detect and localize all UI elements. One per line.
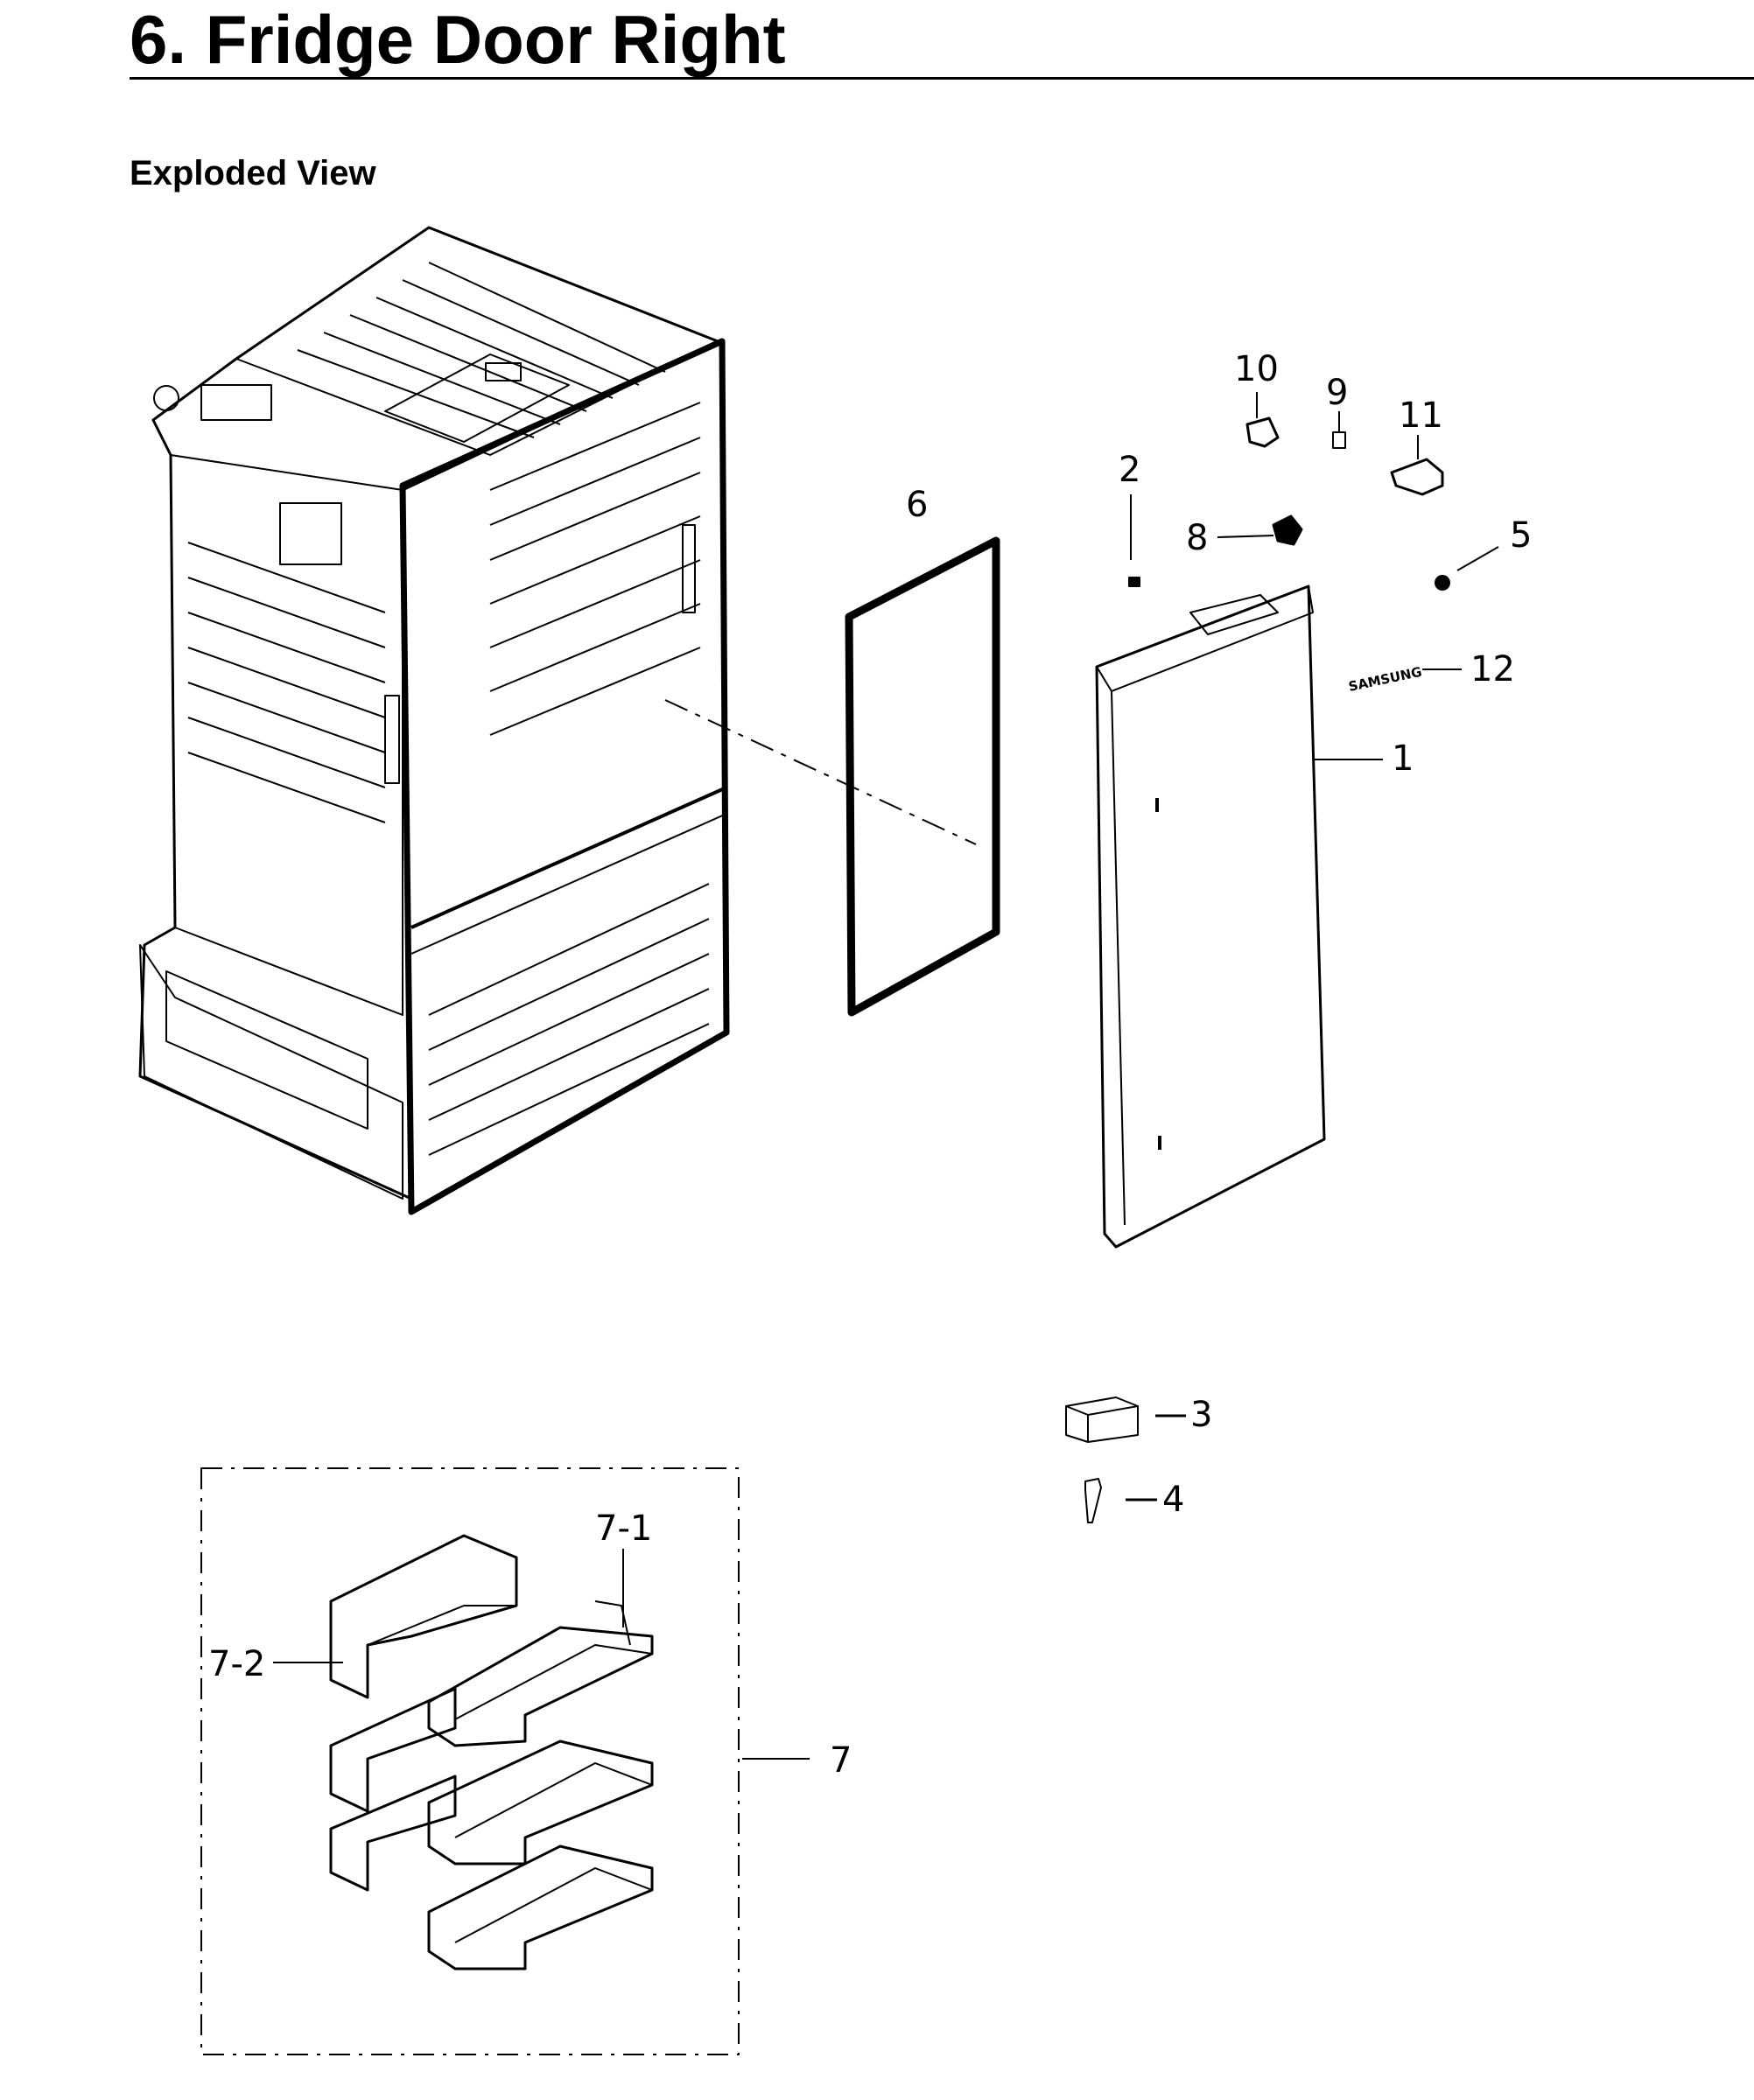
- callout-6: 6: [906, 485, 928, 525]
- fridge-cabinet: [138, 226, 730, 1215]
- part-11-hinge: [1390, 458, 1444, 496]
- callout-10: 10: [1234, 349, 1279, 389]
- callout-11: 11: [1399, 396, 1443, 436]
- callout-7: 7: [830, 1740, 852, 1781]
- callout-7-1: 7-1: [595, 1508, 652, 1549]
- section-subtitle: Exploded View: [130, 154, 376, 192]
- part-9-clip: [1332, 431, 1346, 449]
- callout-3: 3: [1190, 1395, 1212, 1435]
- title-rule: [130, 77, 1754, 80]
- page-title: 6. Fridge Door Right: [130, 1, 786, 78]
- callout-8: 8: [1186, 518, 1208, 558]
- fridge-door: [1095, 584, 1326, 1249]
- part-5-cap: [1435, 575, 1450, 591]
- callout-2: 2: [1119, 450, 1140, 490]
- part-8-cover: [1272, 514, 1303, 546]
- part-3-box: [1065, 1396, 1186, 1443]
- callout-4: 4: [1162, 1480, 1184, 1520]
- guide-line: [664, 699, 977, 845]
- part-2-pin: [1128, 577, 1140, 587]
- samsung-logo-badge: SAMSUNG: [1347, 664, 1423, 695]
- callout-7-2: 7-2: [208, 1644, 265, 1684]
- part-10-hinge-cap: [1245, 416, 1280, 448]
- door-bins-group: [200, 1467, 740, 2055]
- callout-5: 5: [1510, 515, 1532, 556]
- callout-1: 1: [1392, 738, 1414, 779]
- callout-12: 12: [1470, 649, 1515, 690]
- callout-9: 9: [1326, 373, 1348, 413]
- door-gasket: [845, 536, 1000, 1017]
- part-4-screw: [1084, 1478, 1157, 1523]
